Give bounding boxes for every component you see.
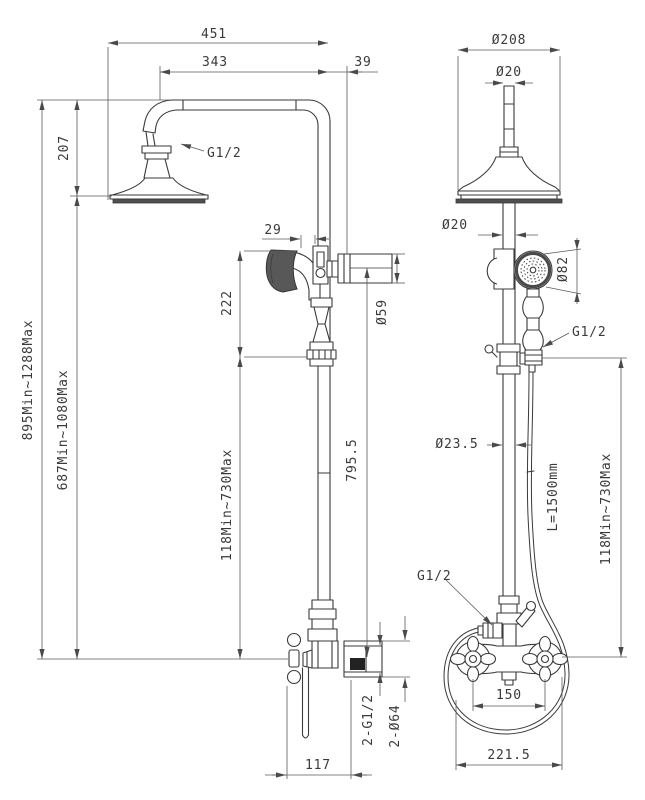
hose-nut <box>524 349 543 366</box>
dim-valve-width: 221.5 <box>487 748 530 763</box>
dim-holder-offset: 29 <box>264 223 281 238</box>
shower-arm-and-riser <box>142 99 331 601</box>
label-inlet-escutcheons: 2-Ø64 <box>388 704 403 747</box>
label-head-thread: G1/2 <box>207 146 242 161</box>
dim-overall-height: 895Min~1288Max <box>21 320 36 441</box>
rain-shower-head-front <box>455 85 563 204</box>
dim-lower-adjust-side: 118Min~730Max <box>220 449 235 561</box>
cross-handle-side <box>288 649 300 668</box>
dim-head-diameter: Ø208 <box>492 33 527 48</box>
front-view-dimensions: Ø208 Ø20 Ø20 Ø82 G1/2 Ø23.5 L=1500mm 118… <box>417 33 627 770</box>
cross-handle-left <box>449 635 497 683</box>
dim-head-drop: 207 <box>57 135 72 161</box>
side-view: 451 343 39 207 895Min~1288Max 687Min~108… <box>21 27 410 779</box>
shower-hose <box>443 371 570 735</box>
valve-body <box>311 640 339 669</box>
slider-knob <box>484 344 494 354</box>
dim-arm-reach: 343 <box>202 55 228 70</box>
hand-shower-grip <box>522 296 544 351</box>
dim-lower-adjust-front: 118Min~730Max <box>599 453 614 565</box>
dim-handshower-diameter: Ø82 <box>556 256 571 282</box>
dim-body-height: 687Min~1080Max <box>56 370 71 491</box>
mixer-valve-side <box>286 599 383 739</box>
head-bell <box>111 177 207 196</box>
dim-bracket-diameter: Ø59 <box>375 299 390 325</box>
dim-upper-section: 222 <box>220 290 235 316</box>
dim-top-pipe-diameter: Ø20 <box>496 65 522 80</box>
mixer-valve-front <box>449 595 569 686</box>
side-view-dimensions: 451 343 39 207 895Min~1288Max 687Min~108… <box>21 27 410 779</box>
label-inlet-threads: 2-G1/2 <box>361 694 376 746</box>
wall-bracket-side <box>326 253 393 284</box>
hand-shower-front <box>484 248 553 375</box>
spout-pipe <box>301 667 310 739</box>
hand-shower-handle <box>313 306 330 325</box>
head-bell-front <box>457 156 561 192</box>
dim-wall-drop: 795.5 <box>345 438 360 481</box>
label-handshower-thread: G1/2 <box>572 325 607 340</box>
label-hose-length: L=1500mm <box>546 462 561 531</box>
dim-handle-spacing: 150 <box>496 688 522 703</box>
dim-rail-diameter: Ø23.5 <box>435 437 478 452</box>
cross-handle-right <box>521 635 569 683</box>
dim-overall-width: 451 <box>201 27 227 42</box>
label-hose-thread: G1/2 <box>417 569 452 584</box>
dim-wall-offset: 39 <box>354 55 371 70</box>
wall-thread <box>350 658 365 670</box>
dim-spout-to-wall: 117 <box>305 758 331 773</box>
dim-riser-diameter: Ø20 <box>442 218 468 233</box>
front-view: Ø208 Ø20 Ø20 Ø82 G1/2 Ø23.5 L=1500mm 118… <box>417 33 627 770</box>
head-nut <box>141 145 172 154</box>
hand-shower-side <box>265 245 337 367</box>
rain-shower-head-side <box>109 145 209 204</box>
hand-shower-head <box>265 249 298 293</box>
